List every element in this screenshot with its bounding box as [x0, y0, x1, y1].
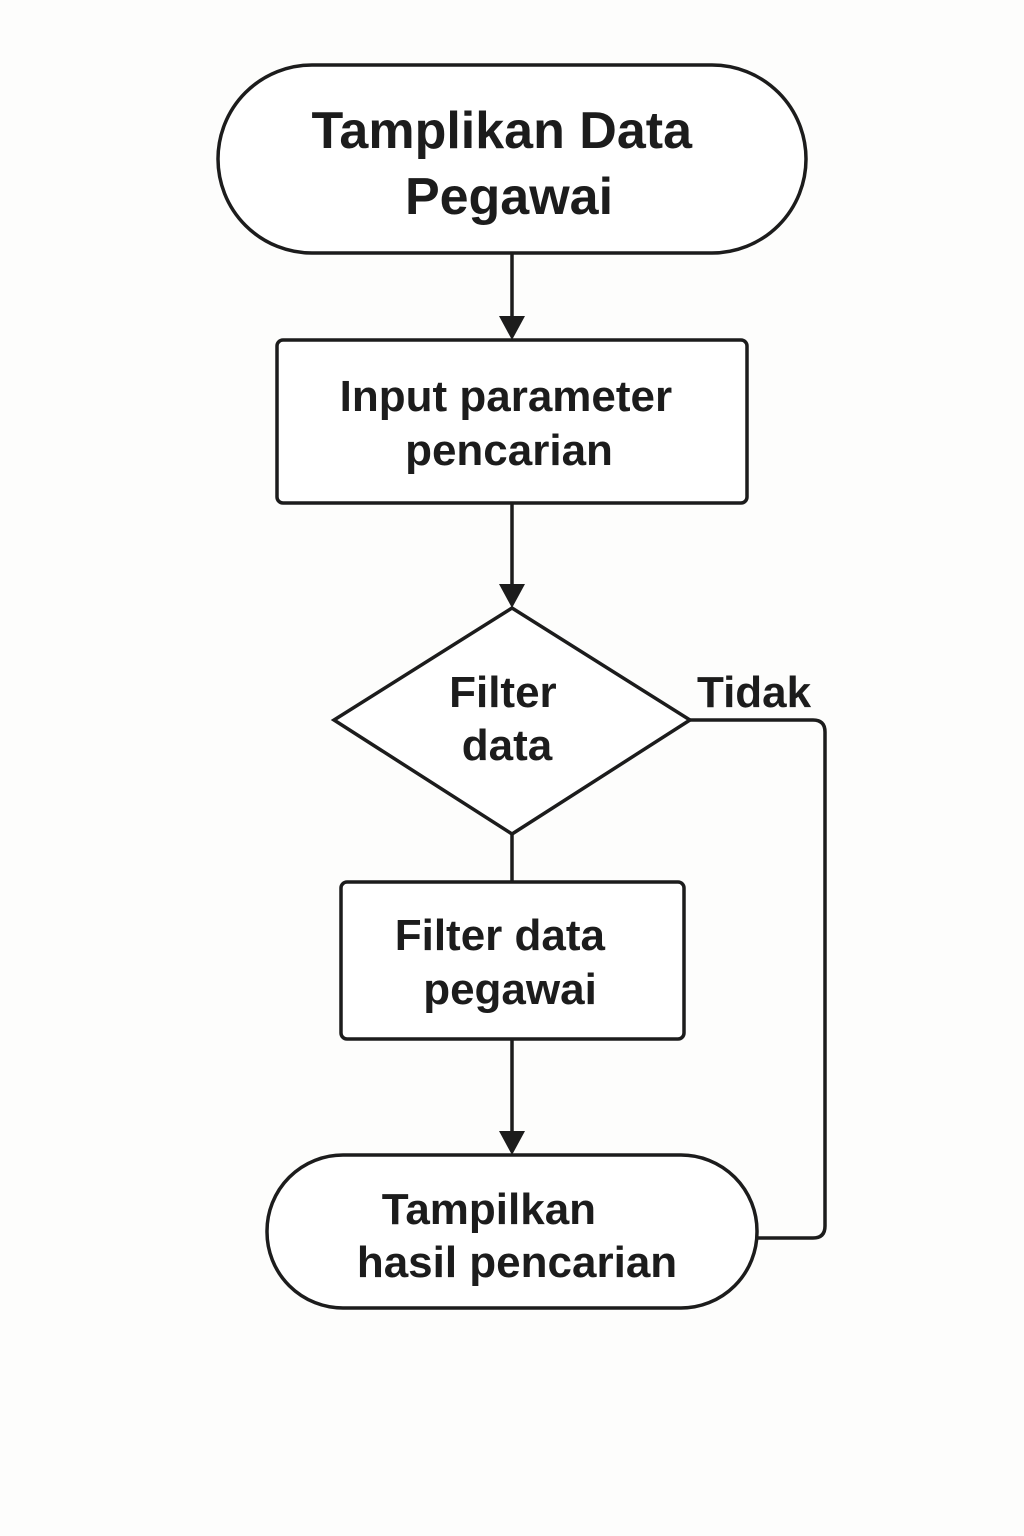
decision-label-line-1: Filter	[449, 668, 557, 717]
start-terminal-label-line-1: Tamplikan Data	[312, 102, 694, 160]
decision: Filter data Tidak	[330, 605, 812, 837]
decision-label: Filter data	[449, 668, 569, 770]
arrowhead-input-to-decision	[499, 584, 525, 608]
decision-shape	[330, 605, 694, 837]
filter-process: Filter data pegawai	[339, 880, 686, 1041]
input-process-shape	[275, 338, 749, 505]
decision-label-line-2: data	[462, 721, 553, 770]
filter-process-label: Filter data pegawai	[395, 911, 618, 1014]
end-terminal: Tampilkan hasil pencarian	[265, 1153, 759, 1310]
start-terminal-label-line-2: Pegawai	[405, 168, 613, 226]
connectors	[499, 253, 827, 1240]
input-process-label: Input parameter pencarian	[340, 372, 685, 475]
input-process-label-line-2: pencarian	[405, 426, 613, 475]
start-terminal-label: Tamplikan Data Pegawai	[312, 102, 707, 226]
filter-process-shape	[339, 880, 686, 1041]
end-terminal-label-line-2: hasil pencarian	[357, 1238, 677, 1287]
filter-process-label-line-1: Filter data	[395, 911, 606, 960]
start-terminal-shape	[216, 63, 808, 255]
end-terminal-shape	[265, 1153, 759, 1310]
input-process-label-line-1: Input parameter	[340, 372, 673, 421]
filter-process-label-line-2: pegawai	[423, 965, 597, 1014]
end-terminal-label-line-1: Tampilkan	[382, 1185, 596, 1234]
arrowhead-start-to-input	[499, 316, 525, 340]
end-terminal-label: Tampilkan hasil pencarian	[357, 1185, 677, 1287]
connector-decision-no-to-end	[690, 718, 827, 1240]
arrowhead-process-to-end	[499, 1131, 525, 1155]
start-terminal: Tamplikan Data Pegawai	[216, 63, 808, 255]
input-process: Input parameter pencarian	[275, 338, 749, 505]
decision-branch-no-label: Tidak	[697, 668, 812, 717]
